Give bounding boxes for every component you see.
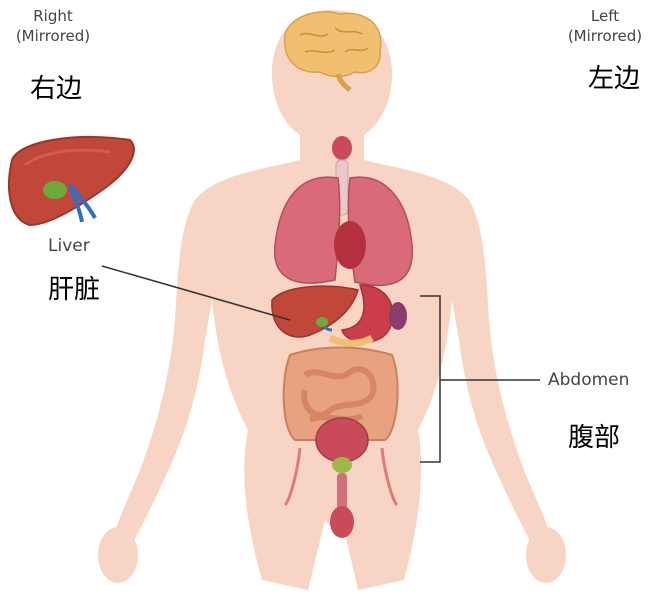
left-side-line1: Left <box>555 6 655 26</box>
liver-label-zh: 肝脏 <box>48 275 100 305</box>
right-side-zh: 右边 <box>30 74 82 104</box>
right-side-line1: Right <box>8 6 98 26</box>
liver-label-en: Liver <box>48 236 90 256</box>
left-side-line2: (Mirrored) <box>555 26 655 46</box>
right-side-line2: (Mirrored) <box>8 26 98 46</box>
left-side-zh: 左边 <box>588 64 640 94</box>
left-side-label: Left (Mirrored) <box>555 6 655 46</box>
abdomen-label-en: Abdomen <box>548 370 629 390</box>
right-side-label: Right (Mirrored) <box>8 6 98 46</box>
abdomen-label-zh: 腹部 <box>568 423 620 453</box>
liver-illustration <box>9 137 134 225</box>
